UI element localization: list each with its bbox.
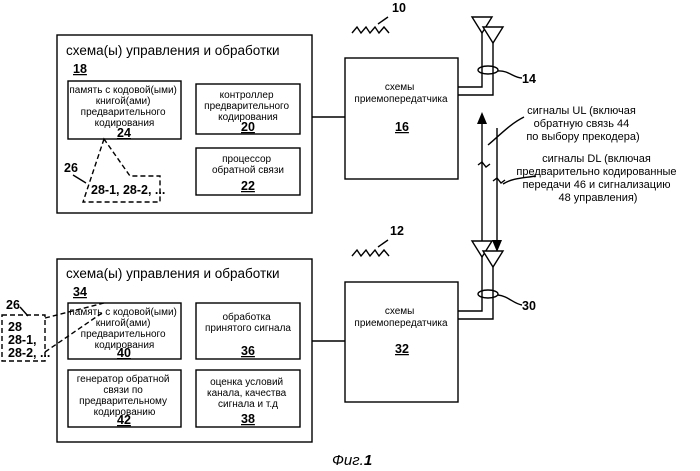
top-codebook-ref: 24 [117,126,131,140]
figure-caption: Фиг.1 [332,452,372,469]
top-transceiver-ref: 16 [395,120,409,134]
top-ref-leader [378,17,388,24]
top-antenna-ref: 14 [522,72,536,86]
top-antenna-feed-1 [458,33,482,87]
dl-arrow-head [492,240,502,252]
top-antenna-leader [498,71,522,78]
bottom-control-title: схема(ы) управления и обработки [66,266,280,281]
bottom-callout-ref: 26 [6,298,20,312]
bottom-antenna-feed-1 [458,257,482,311]
top-antenna-group-ring [478,66,498,74]
bottom-node: 12 схема(ы) управления и обработки 34 па… [2,224,536,442]
figure-caption-number: 1 [364,452,372,469]
top-feedback-processor-label: процессор обратной связи [212,154,284,176]
bottom-channel-estimation-label: оценка условий канала, качества сигнала … [207,377,289,410]
signal-arrows: сигналы UL (включая обратную связь 44 по… [477,105,680,252]
top-transceiver-box [345,58,458,179]
top-callout-text: 28-1, 28-2, ... [91,183,165,197]
top-ref-zigzag [352,27,389,33]
ul-arrow-head [477,112,487,124]
bottom-ref-zigzag [352,250,389,256]
bottom-codebook-ref: 40 [117,346,131,360]
bottom-control-ref: 34 [73,285,87,299]
bottom-channel-estimation-ref: 38 [241,412,255,426]
bottom-antenna-ref: 30 [522,299,536,313]
bottom-node-ref: 12 [390,224,404,238]
ul-break-mark [478,162,490,167]
dl-signals-label: сигналы DL (включая предварительно кодир… [516,153,679,204]
bottom-ref-leader [378,240,388,247]
bottom-antenna-leader [498,295,522,305]
figure-caption-prefix: Фиг. [332,452,364,469]
bottom-feedback-generator-ref: 42 [117,413,131,427]
ul-label-leader [488,117,524,145]
ul-signals-label: сигналы UL (включая обратную связь 44 по… [526,105,639,143]
top-control-ref: 18 [73,62,87,76]
top-feedback-processor-ref: 22 [241,179,255,193]
top-precoding-controller-ref: 20 [241,120,255,134]
bottom-antenna-group-ring [478,290,498,298]
dl-break-mark [493,178,505,183]
top-node: 10 схема(ы) управления и обработки 18 па… [57,1,536,213]
bottom-antenna-icon-2 [483,251,503,267]
top-control-title: схема(ы) управления и обработки [66,43,280,58]
bottom-transceiver-ref: 32 [395,342,409,356]
top-callout-ref: 26 [64,161,78,175]
bottom-rx-processing-ref: 36 [241,344,255,358]
bottom-callout-text: 28 28-1, 28-2, ... [8,320,50,360]
top-node-ref: 10 [392,1,406,15]
top-antenna-icon-2 [483,27,503,43]
